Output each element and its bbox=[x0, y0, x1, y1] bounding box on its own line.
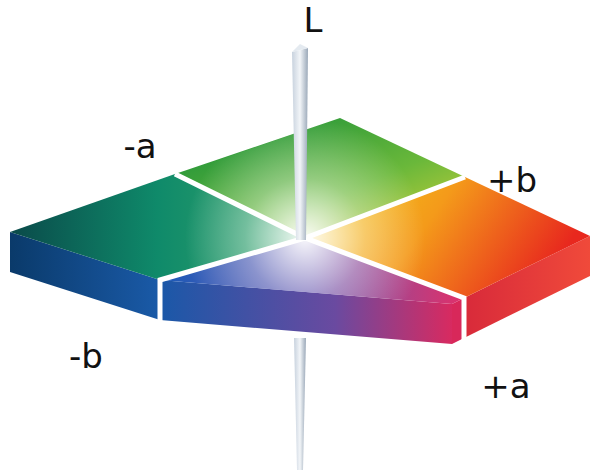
axis-label: L bbox=[304, 3, 323, 37]
axis-label: -b bbox=[69, 339, 103, 373]
axis-label: +b bbox=[487, 163, 537, 197]
axis-label: +a bbox=[481, 369, 530, 403]
axis-label: -a bbox=[123, 129, 156, 163]
